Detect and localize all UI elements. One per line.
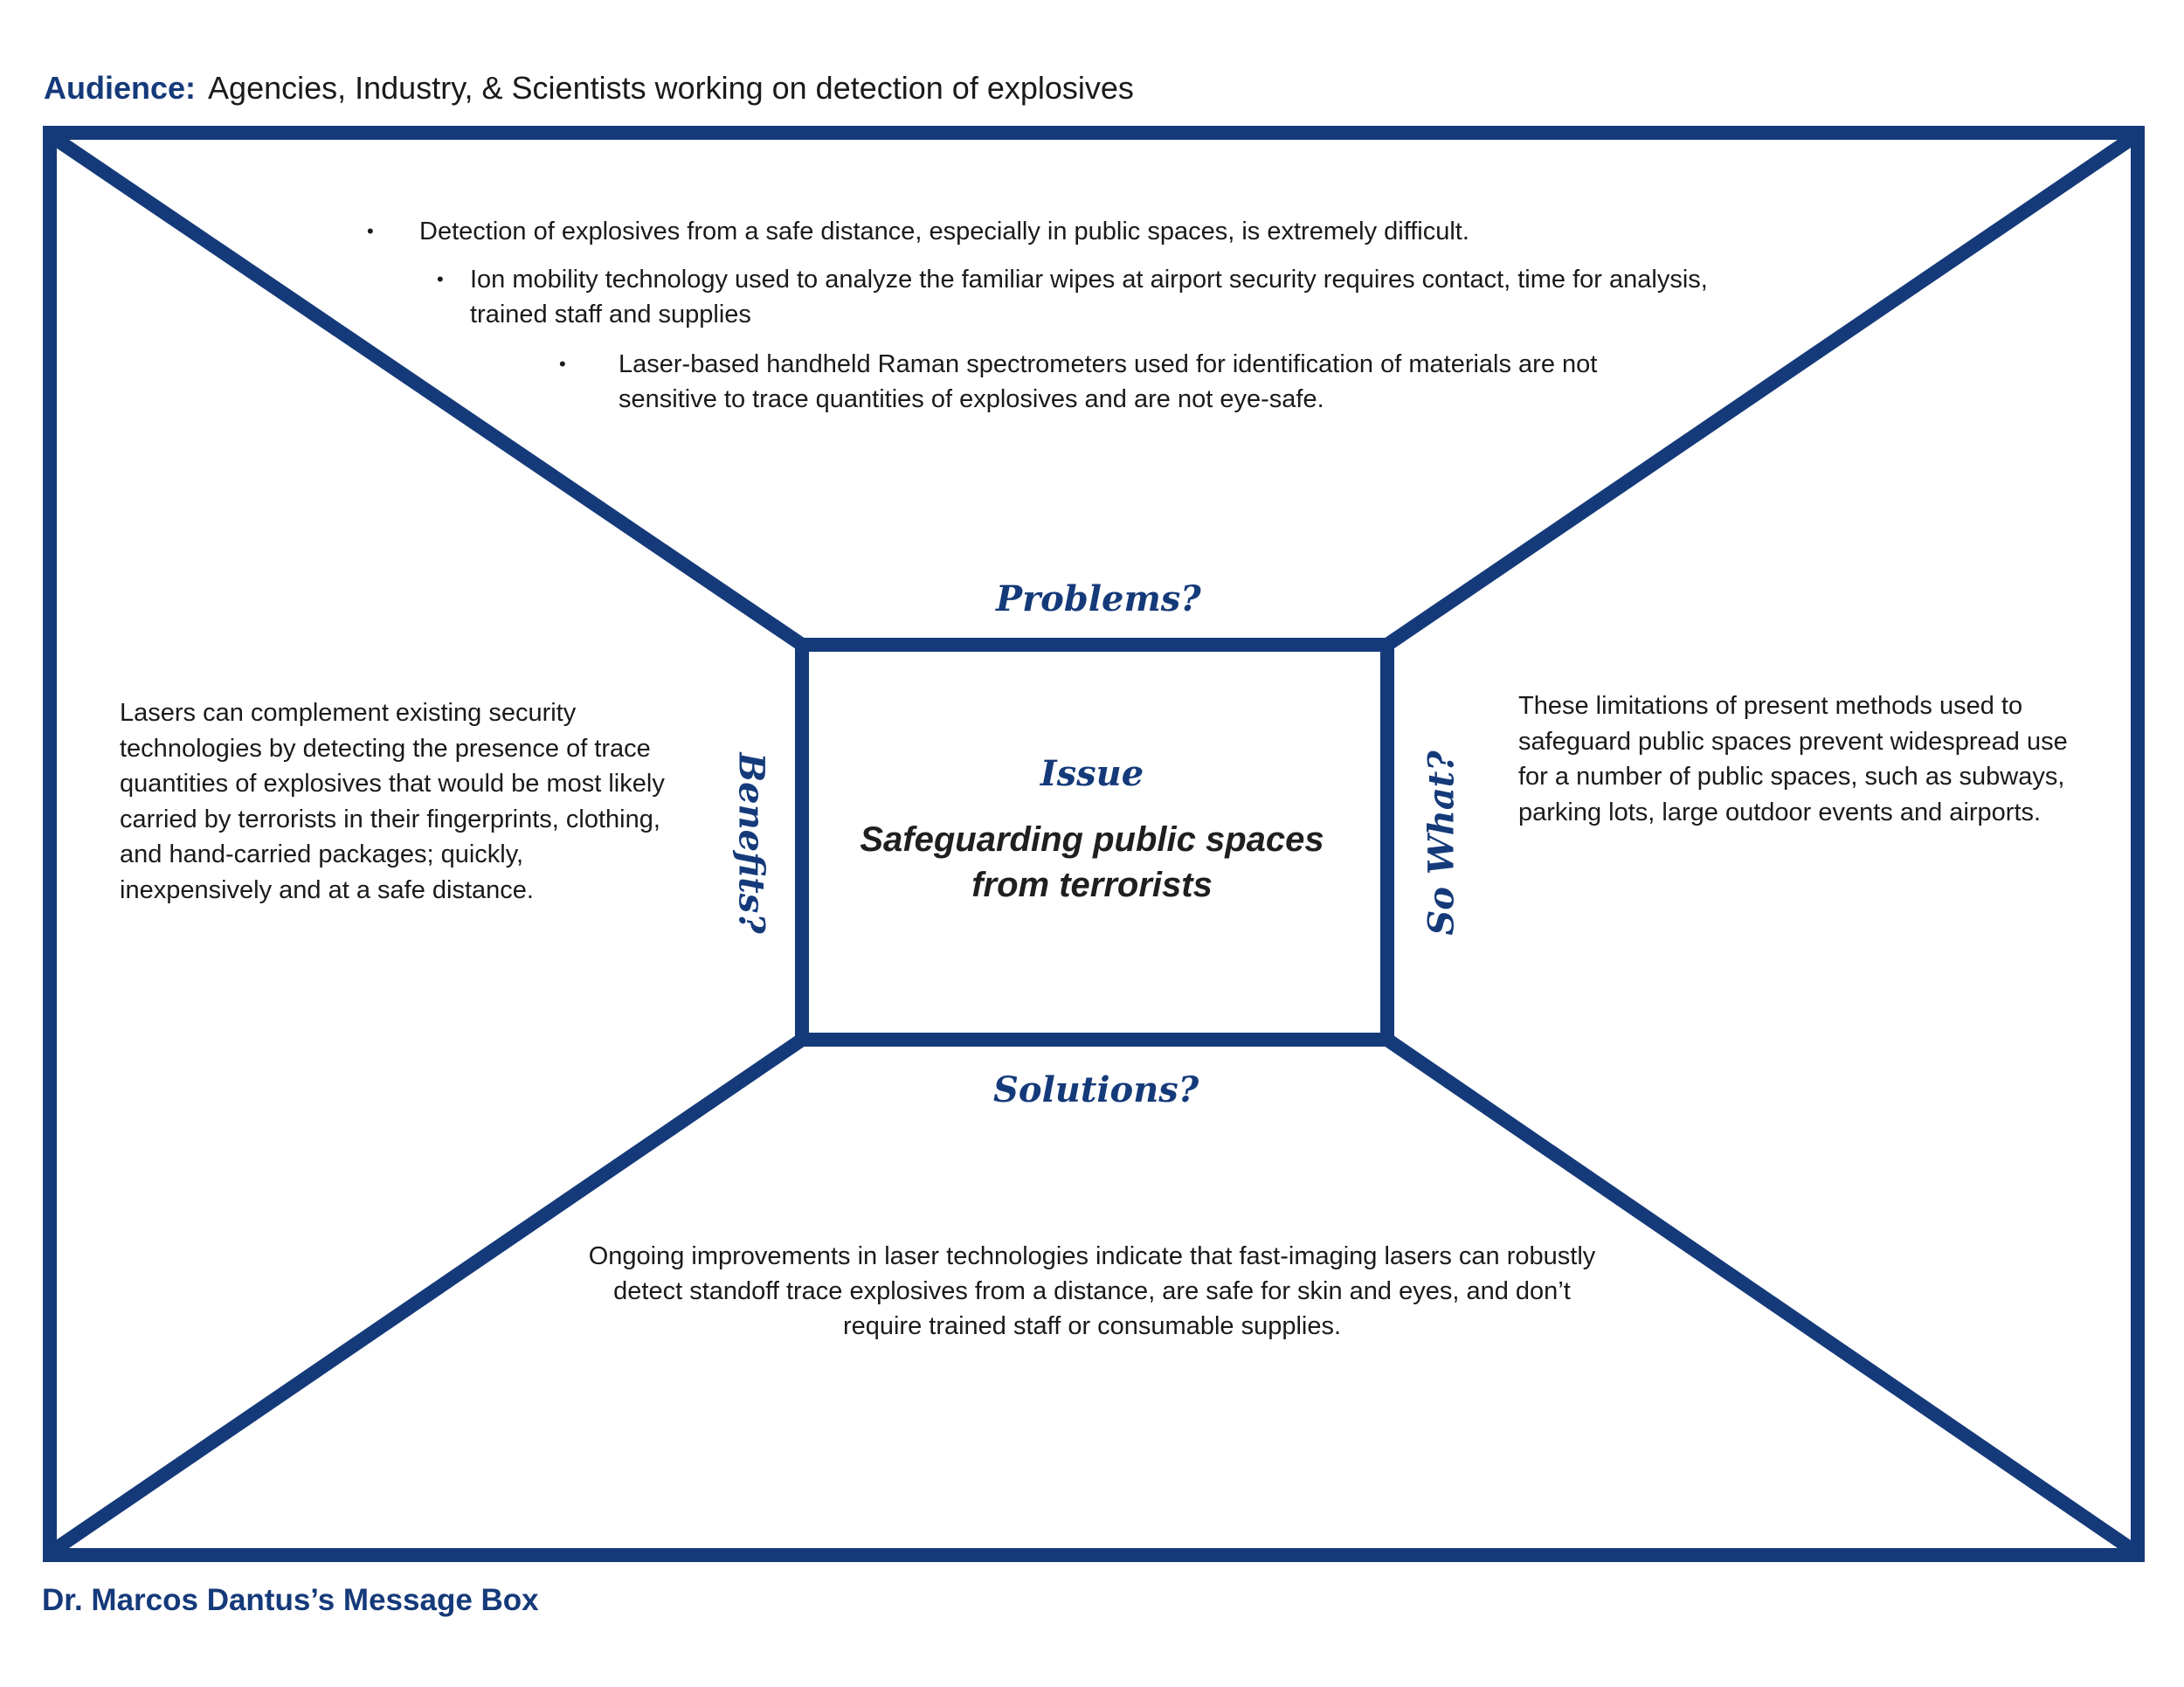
so-what-heading: So What? [1420,750,1462,936]
bullet-dot: • [367,220,374,242]
solutions-text: Ongoing improvements in laser technologi… [588,1242,1596,1340]
diagonal-bottom-right [1383,1034,2137,1556]
diagonal-top-left [50,132,806,651]
footer-title: Dr. Marcos Dantus’s Message Box [42,1583,539,1617]
audience-label: Audience: [44,70,197,106]
problems-bullet-3-text: Laser-based handheld Raman spectrometers… [619,350,1598,413]
benefits-text: Lasers can complement existing security … [120,699,665,904]
outer-frame [43,126,2145,1562]
problems-bullet-3: • Laser-based handheld Raman spectromete… [559,347,1642,417]
diagonal-top-right [1383,132,2137,651]
problems-bullet-2: • Ion mobility technology used to analyz… [437,262,1712,332]
audience-text: Agencies, Industry, & Scientists working… [208,70,1134,106]
audience-line: Audience: Agencies, Industry, & Scientist… [44,70,1134,107]
issue-text: Safeguarding public spaces from terroris… [860,820,1324,904]
so-what-text: These limitations of present methods use… [1518,692,2068,826]
bullet-dot: • [559,353,566,375]
solutions-heading: Solutions? [993,1069,1199,1110]
problems-heading: Problems? [996,578,1201,619]
issue-title: Issue [1040,753,1144,794]
diagonal-bottom-left [50,1034,806,1556]
issue-box [795,638,1394,1047]
problems-bullet-1-text: Detection of explosives from a safe dist… [419,218,1469,245]
problems-bullet-2-text: Ion mobility technology used to analyze … [470,266,1708,328]
bullet-dot: • [437,268,444,290]
benefits-heading: Benefits? [730,752,772,934]
